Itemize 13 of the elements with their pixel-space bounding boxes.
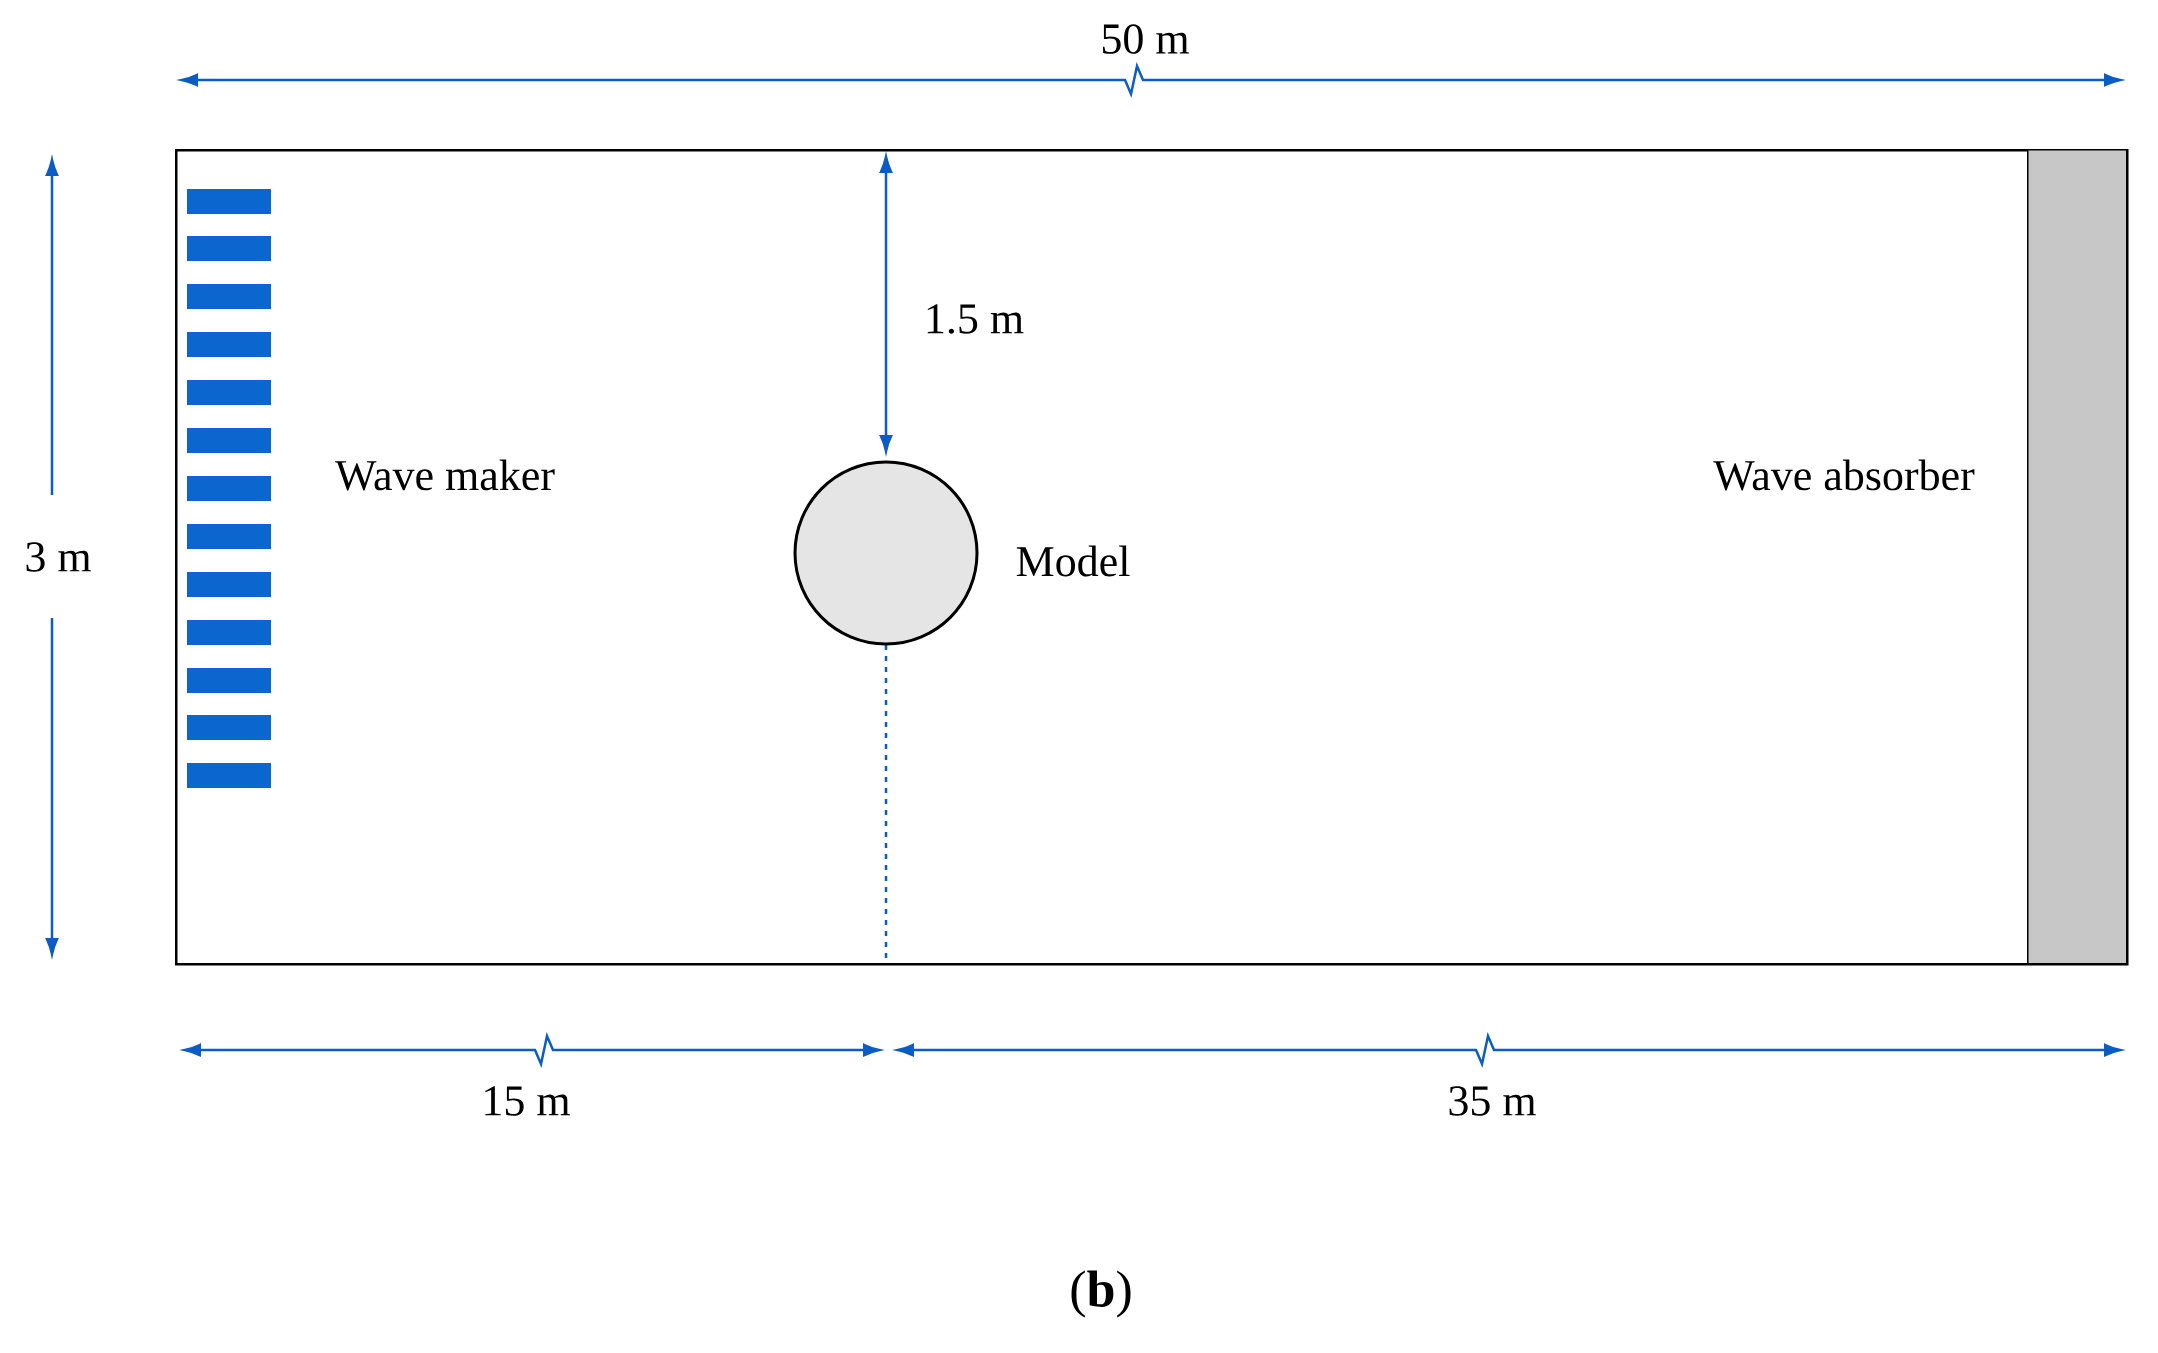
dimension-label: 50 m [1102,24,1189,54]
model-circle [793,460,979,646]
tank-outline [175,149,2129,966]
wave-maker-drawing [187,189,271,788]
dimension-label: 1.5 m [927,304,1024,334]
dimension-label: 15 m [485,1086,570,1116]
part-label: Wave absorber [1713,459,1975,491]
dimension-label: 3 m [26,542,91,572]
dimension-label: 35 m [1449,1086,1536,1116]
caption: (b) [1071,1270,1131,1318]
part-label: Wave maker [335,459,555,491]
absorber-band [2027,149,2128,965]
part-label: Model [1016,545,1130,577]
